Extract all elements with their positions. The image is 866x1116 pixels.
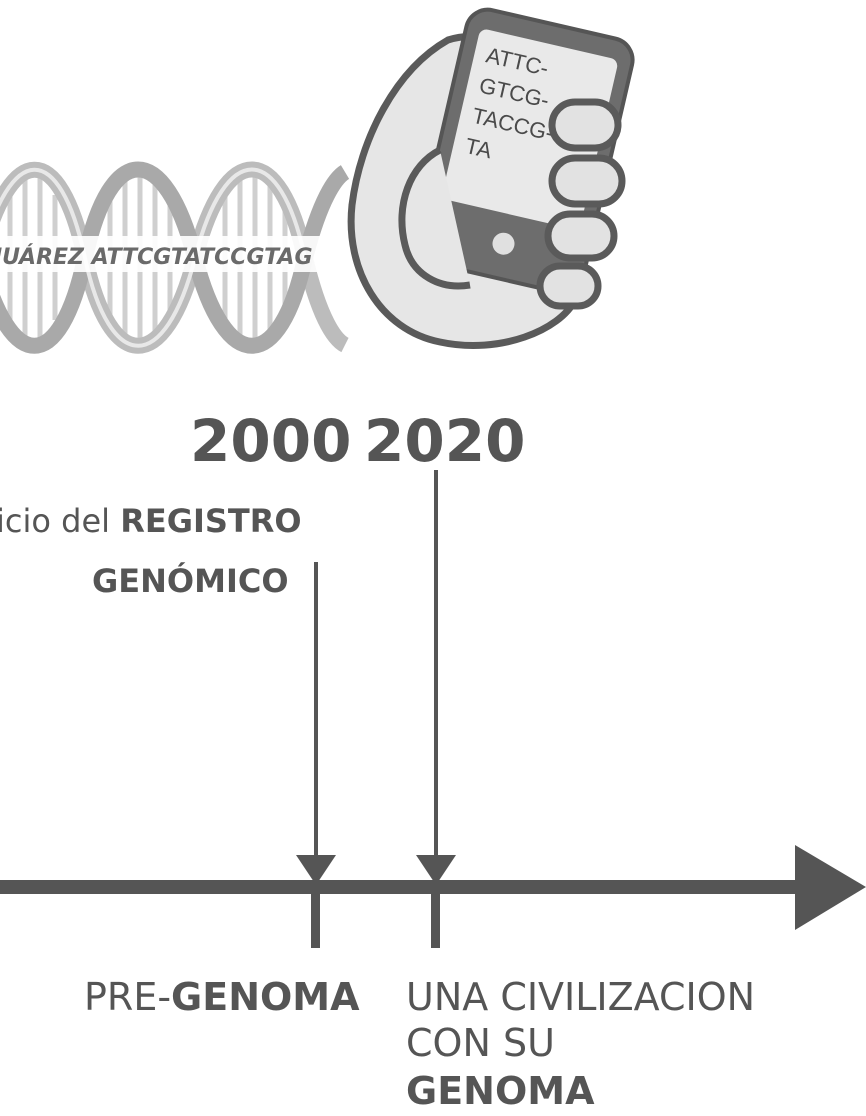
arrow-2000-head: [296, 855, 336, 885]
pointer-arrows: [296, 470, 456, 885]
tick-2000: [311, 880, 320, 948]
timeline-arrowhead: [795, 845, 866, 930]
civilizacion-label-line2: CON SU: [406, 1021, 555, 1065]
dna-label-band: [0, 236, 338, 272]
dna-sequence-label: JUÁREZ ATTCGTATCCGTAG: [0, 244, 313, 270]
civilizacion-label-line1: UNA CIVILIZACION: [406, 975, 755, 1019]
hand-fingers: [536, 98, 626, 310]
year-2000: 2000: [190, 407, 351, 475]
finger-3: [544, 210, 618, 262]
finger-4: [536, 262, 602, 310]
registro-annotation-line1: icio del REGISTRO: [0, 502, 302, 540]
hand-phone-illustration: ATTC- GTCG- TACCG- TA: [347, 7, 635, 349]
finger-1: [548, 98, 622, 152]
pre-genoma-label: PRE-GENOMA: [84, 975, 360, 1019]
dna-helix-illustration: JUÁREZ ATTCGTATCCGTAG: [0, 161, 350, 354]
tick-2020: [431, 880, 440, 948]
hand-thumb: [398, 146, 471, 290]
timeline-axis: [0, 845, 866, 948]
phone-line-4: TA: [463, 133, 495, 163]
civilizacion-label-genoma: GENOMA: [406, 1069, 595, 1113]
arrow-2020-head: [416, 855, 456, 885]
timeline-line: [0, 880, 800, 894]
year-2020: 2020: [364, 407, 525, 475]
registro-annotation-line2: GENÓMICO: [92, 561, 289, 600]
finger-2: [548, 154, 626, 208]
phone-home-button: [492, 232, 515, 255]
